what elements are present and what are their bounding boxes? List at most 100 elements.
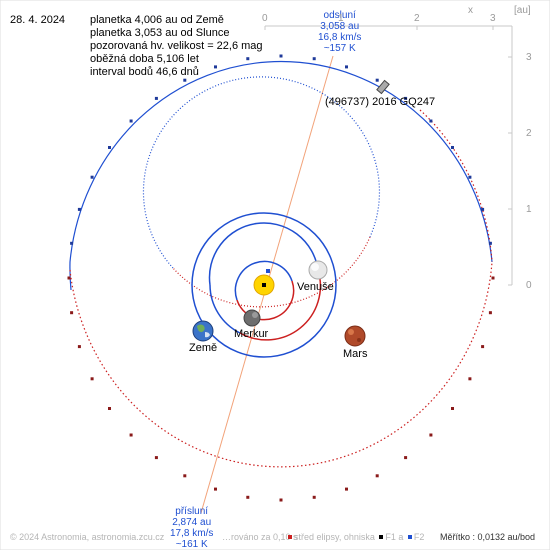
- orbit-point: [183, 78, 187, 82]
- orbit-point: [154, 96, 158, 100]
- orbit-point: [129, 433, 133, 437]
- y-axis: [508, 26, 513, 286]
- orbit-point: [375, 474, 379, 478]
- footer-center-label: střed elipsy, ohniska: [294, 532, 375, 542]
- x-axis: [264, 25, 512, 30]
- orbit-point: [77, 207, 81, 211]
- perihelion-label: přísluní 2,874 au 17,8 km/s ~161 K: [170, 506, 213, 550]
- orbit-point: [429, 119, 433, 123]
- venus-icon: [308, 260, 328, 280]
- aphelion-label: odsluní 3,058 au 16,8 km/s ~157 K: [318, 10, 361, 54]
- orbit-point: [312, 57, 316, 61]
- orbit-point: [70, 241, 74, 245]
- orbit-point: [70, 311, 74, 315]
- orbit-point: [404, 456, 408, 460]
- orbit-point: [312, 495, 316, 499]
- orbit-point: [345, 487, 348, 491]
- asteroid-name: (496737) 2016 GQ247: [325, 96, 436, 108]
- orbit-point: [468, 377, 472, 381]
- mercury-label: Merkur: [234, 328, 269, 340]
- footer-scale: Měřítko : 0,0132 au/bod: [440, 532, 536, 542]
- y-tick-3: 3: [526, 52, 532, 63]
- mars-orbit-red: [172, 236, 371, 308]
- mars-label: Mars: [343, 348, 368, 360]
- x-tick-2: 2: [414, 13, 420, 24]
- aphelion-title: odsluní: [323, 10, 356, 21]
- y-axis-unit: [au]: [514, 5, 531, 16]
- info-distance-earth: planetka 4,006 au od Země: [90, 14, 224, 26]
- venus-orbit-red: [239, 269, 322, 341]
- earth-orbit: [191, 212, 337, 358]
- orbit-point: [488, 241, 492, 245]
- orbit-point: [375, 78, 379, 82]
- orbit-point: [108, 146, 111, 149]
- orbit-point: [214, 65, 217, 69]
- orbit-point: [491, 276, 495, 280]
- info-block: planetka 4,006 au od Země planetka 3,053…: [90, 14, 263, 79]
- date-label: 28. 4. 2024: [10, 14, 66, 26]
- perihelion-title: přísluní: [175, 506, 209, 517]
- earth-icon: [192, 320, 214, 342]
- asteroid-position-points: [67, 54, 495, 502]
- center-marker-icon: [288, 535, 292, 540]
- venus-orbit-blue: [208, 222, 319, 286]
- orbit-point: [90, 175, 94, 179]
- aphelion-speed: 16,8 km/s: [318, 32, 362, 43]
- orbit-point: [154, 456, 158, 460]
- info-magnitude: pozorovaná hv. velikost = 22,6 mag: [90, 40, 263, 52]
- orbit-point: [77, 345, 81, 349]
- y-tick-0: 0: [526, 280, 532, 291]
- orbit-point: [214, 487, 217, 491]
- earth-label: Země: [189, 342, 218, 354]
- x-tick-3: 3: [490, 13, 496, 24]
- focus2-marker-icon: [407, 535, 412, 540]
- orbit-point: [468, 175, 472, 179]
- info-interval: interval bodů 46,6 dnů: [90, 66, 199, 78]
- asteroid-icon: [376, 79, 390, 95]
- footer-copyright: © 2024 Astronomia, astronomia.zcu.cz: [10, 532, 165, 542]
- orbit-point: [108, 407, 111, 410]
- asteroid-orbit-red-right: [419, 109, 493, 263]
- orbit-point: [183, 474, 187, 478]
- footer-f2-label: F2: [413, 532, 425, 542]
- aphelion-temp: ~157 K: [323, 43, 356, 54]
- orbit-point: [129, 119, 133, 123]
- orbit-point: [481, 345, 485, 349]
- orbit-point: [429, 433, 433, 437]
- perihelion-distance: 2,874 au: [172, 517, 212, 528]
- orbit-point: [246, 57, 250, 61]
- sun-icon: [253, 269, 275, 296]
- venus-orbit-blue-low: [209, 284, 241, 334]
- perihelion-temp: ~161 K: [175, 539, 208, 550]
- orbit-point: [488, 311, 492, 315]
- footer-render-time: …rováno za 0,10 s: [222, 532, 298, 542]
- x-tick-0: 0: [262, 13, 268, 24]
- orbit-point: [451, 407, 454, 410]
- venus-label: Venuše: [297, 281, 334, 293]
- footer-f1-label: F1 a: [385, 532, 404, 542]
- mercury-orbit-red: [236, 280, 295, 321]
- orbit-point: [67, 276, 71, 280]
- asteroid-orbit-red: [69, 261, 493, 468]
- orbit-point: [481, 207, 485, 211]
- perihelion-speed: 17,8 km/s: [170, 528, 214, 539]
- orbit-point: [279, 498, 283, 502]
- mercury-orbit-blue: [234, 260, 293, 301]
- mars-icon: [344, 325, 366, 347]
- orbit-point: [246, 495, 250, 499]
- asteroid-orbit-blue: [69, 61, 493, 291]
- x-tick-1: 1: [338, 13, 344, 24]
- y-tick-2: 2: [526, 128, 532, 139]
- y-tick-1: 1: [526, 204, 532, 215]
- orbit-point: [345, 65, 348, 69]
- orbit-point: [90, 377, 94, 381]
- orbit-point: [404, 96, 408, 100]
- aphelion-distance: 3,058 au: [320, 21, 360, 32]
- footer-legend: střed elipsy, ohniska F1 a F2: [286, 532, 424, 542]
- x-axis-label: x: [468, 5, 473, 16]
- info-period: oběžná doba 5,106 let: [90, 53, 199, 65]
- orbit-point: [451, 146, 454, 149]
- mercury-icon: [243, 309, 261, 327]
- info-distance-sun: planetka 3,053 au od Slunce: [90, 27, 230, 39]
